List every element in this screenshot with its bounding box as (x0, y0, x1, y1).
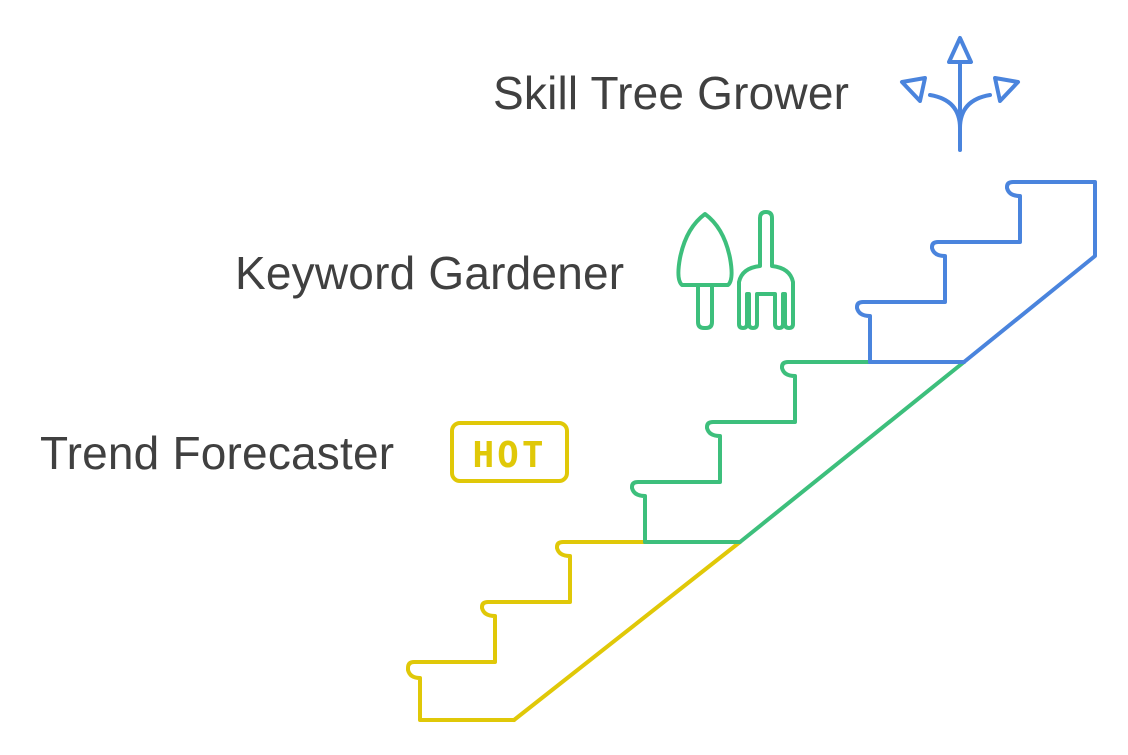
stage-label-trend-forecaster: Trend Forecaster (40, 427, 395, 479)
staircase-section-skill-tree-grower (855, 180, 1097, 364)
stage-label-skill-tree-grower: Skill Tree Grower (493, 67, 850, 119)
stage-label-keyword-gardener: Keyword Gardener (235, 247, 625, 299)
trowel-and-fork-icon (676, 210, 795, 330)
branching-arrows-icon (900, 36, 1020, 152)
hot-badge-text: HOT (472, 435, 546, 476)
hot-badge-icon: HOT (450, 421, 569, 483)
staircase-section-keyword-gardener (630, 360, 966, 544)
staircase-section-trend-forecaster (406, 540, 742, 722)
